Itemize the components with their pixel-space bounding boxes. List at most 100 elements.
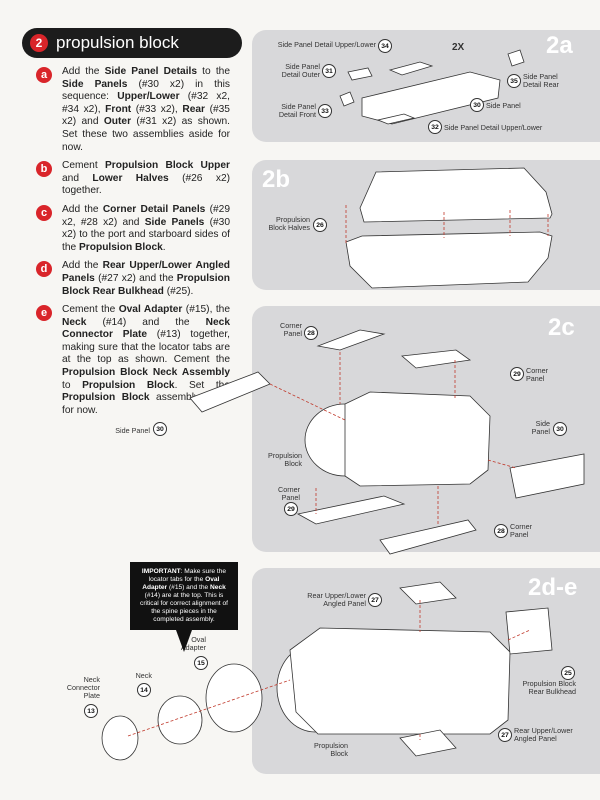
rear-bulkhead-illustration [505,607,553,655]
side-panel-right [509,453,585,499]
text-segment: (#15), the [182,304,231,316]
callout-27-top: Rear Upper/Lower Angled Panel [307,591,366,608]
outer-detail-illustration [347,67,373,81]
part-number-13: 13 [84,704,98,718]
part-number-30-left: 30 [153,422,167,436]
part-number-33: 33 [318,104,332,118]
text-segment: (#32 x2, #34 x2), [62,91,230,115]
callout-28-top: Corner Panel [280,321,302,338]
bold-text-segment: Upper/Lower [117,91,180,103]
bold-text-segment: Side Panel Details [104,66,198,77]
bold-text-segment: Side Panels [62,78,128,90]
bold-text-segment: Neck [62,316,87,328]
callout-propulsion-block: Propulsion Block [268,451,302,468]
corner-panel-top-left [316,329,386,351]
side-panel-left [189,371,271,413]
text-segment: Add the [62,260,103,272]
part-number-34: 34 [378,39,392,53]
text-segment: (#35 x2) and [62,103,230,128]
panel-label-2de: 2d-e [528,574,578,601]
oval-adapter-illustration [205,663,263,733]
bold-text-segment: Rear Upper/Lower Angled Panels [62,260,230,284]
callout-25: Propulsion Block Rear Bulkhead [522,679,576,696]
part-number-14: 14 [137,683,151,697]
panel-label-2a: 2a [546,32,573,59]
panel-label-2b: 2b [262,166,291,193]
step-letter-badge: c [36,204,52,221]
part-number-25: 25 [561,666,575,680]
front-detail-illustration [339,91,355,107]
text-segment: . [162,241,166,253]
bold-text-segment: IMPORTANT [141,568,181,575]
panel-label-2c: 2c [548,314,575,341]
text-segment: Cement [62,160,105,172]
bold-text-segment: Side Panels [144,216,205,228]
callout-32: Side Panel Detail Upper/Lower [444,123,543,132]
callout-30: Side Panel [486,101,521,110]
section-title: propulsion block [56,33,179,52]
part-number-30-right: 30 [553,422,567,436]
part-number-29-bottom: 29 [284,502,298,516]
bold-text-segment: Rear [182,103,205,115]
callout-13: Neck Connector Plate [66,675,100,700]
callout-30-right: Side Panel [531,419,550,436]
text-segment: (#30 x2) in this sequence: [62,78,230,103]
callout-29-top: Corner Panel [526,366,548,383]
callout-15: Oval Adapter [180,635,206,652]
bold-text-segment: Corner Detail Panels [102,203,206,215]
bold-text-segment: Propulsion Block [79,241,163,253]
bold-text-segment: Propulsion Block [62,392,150,404]
text-segment: (#31 x2) as shown. Set these two assembl… [62,116,231,153]
text-segment: Add the [62,203,103,215]
section-header: 2 propulsion block [22,28,242,58]
important-note: IMPORTANT: Make sure the locator tabs fo… [130,562,238,652]
propulsion-block-illustration [344,391,491,487]
callout-29-bottom: Corner Panel [278,485,300,502]
bold-text-segment: Propulsion Block Neck Assembly [62,367,230,379]
part-number-28-bottom: 28 [494,524,508,538]
text-segment: to [62,379,83,391]
bold-text-segment: Neck Connector Plate [62,316,230,341]
bold-text-segment: Neck [210,584,226,591]
part-number-27-bottom: 27 [498,728,512,742]
text-segment: (#27 x2) and the [94,272,177,284]
part-number-31: 31 [322,64,336,78]
part-number-32: 32 [428,120,442,134]
text-segment: (#30 x2) to the port and starboard sides… [62,216,230,253]
propulsion-block-illustration-2 [289,627,511,735]
callout-26: Propulsion Block Halves [268,215,310,232]
lower-half-illustration [345,231,553,289]
upper-detail-illustration [388,61,434,76]
text-segment: : Make sure the locator tabs for the [148,568,227,583]
part-number-29-top: 29 [510,367,524,381]
bold-text-segment: Propulsion Block [82,379,175,391]
callout-27-bottom: Rear Upper/Lower Angled Panel [514,726,573,743]
text-segment: (#14) and the [86,316,206,328]
part-number-15: 15 [194,656,208,670]
part-number-35: 35 [507,74,521,88]
bold-text-segment: Propulsion Block Rear Bulkhead [62,272,230,297]
text-segment: (#29 x2, #28 x2) and [62,203,230,228]
callout-34: Side Panel Detail Upper/Lower [277,40,376,49]
step-letter-badge: e [36,305,52,322]
section-number-badge: 2 [30,34,48,52]
bold-text-segment: Front [105,103,132,115]
step-letter-badge: b [36,161,52,178]
text-segment: Cement the [62,304,119,316]
text-segment: Add the [62,66,105,77]
side-panel-illustration [361,71,501,125]
bold-text-segment: Lower Halves [92,172,169,184]
text-segment: (#14) are at the top. This is critical f… [140,592,228,623]
bold-text-segment: Outer [103,116,132,128]
rear-angled-panel-bottom [399,729,457,757]
rear-detail-illustration [507,49,525,67]
upper-half-illustration [359,167,553,223]
corner-panel-top-right [401,349,472,369]
part-number-28-top: 28 [304,326,318,340]
